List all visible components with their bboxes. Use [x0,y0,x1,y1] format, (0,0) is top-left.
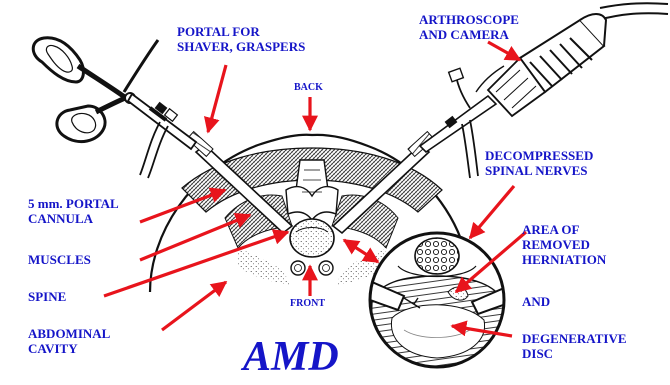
front-vessels [291,261,333,275]
label-portal-cannula-line2: CANNULA [28,211,119,226]
label-area-removed: AREA OF REMOVED HERNIATION [522,222,606,267]
label-and: AND [522,294,550,309]
label-decompressed-line2: SPINAL NERVES [485,163,593,178]
label-portal-cannula: 5 mm. PORTAL CANNULA [28,196,119,226]
arrow-arthroscope [488,42,520,60]
label-portal-shaver: PORTAL FOR SHAVER, GRASPERS [177,24,305,54]
label-abdominal-line1: ABDOMINAL [28,326,110,341]
label-area-removed-line3: HERNIATION [522,252,606,267]
arrow-abdominal [162,282,226,330]
nerve-root [415,238,459,274]
label-decompressed-line1: DECOMPRESSED [485,148,593,163]
arrow-decompressed [470,186,514,238]
amd-logo-text: AMD [243,334,339,380]
label-area-removed-line2: REMOVED [522,237,606,252]
label-degenerative-line2: DISC [522,346,627,361]
label-abdominal-line2: CAVITY [28,341,110,356]
label-back: BACK [294,82,323,94]
label-decompressed: DECOMPRESSED SPINAL NERVES [485,148,593,178]
label-degenerative-line1: DEGENERATIVE [522,331,627,346]
label-portal-cannula-line1: 5 mm. PORTAL [28,196,119,211]
label-arthroscope-line1: ARTHROSCOPE [419,12,519,27]
label-area-removed-line1: AREA OF [522,222,606,237]
label-portal-shaver-line1: PORTAL FOR [177,24,305,39]
label-muscles: MUSCLES [28,252,91,267]
disc-body [290,219,334,257]
label-portal-shaver-line2: SHAVER, GRASPERS [177,39,305,54]
magnified-inset [370,233,506,370]
label-degenerative: DEGENERATIVE DISC [522,331,627,361]
grasper-instrument [33,38,196,178]
label-arthroscope: ARTHROSCOPE AND CAMERA [419,12,519,42]
arrow-double-disc [344,240,378,262]
label-arthroscope-line2: AND CAMERA [419,27,519,42]
label-front: FRONT [290,298,325,310]
arrow-portal-shaver [208,65,226,132]
label-spine: SPINE [28,289,66,304]
label-abdominal: ABDOMINAL CAVITY [28,326,110,356]
